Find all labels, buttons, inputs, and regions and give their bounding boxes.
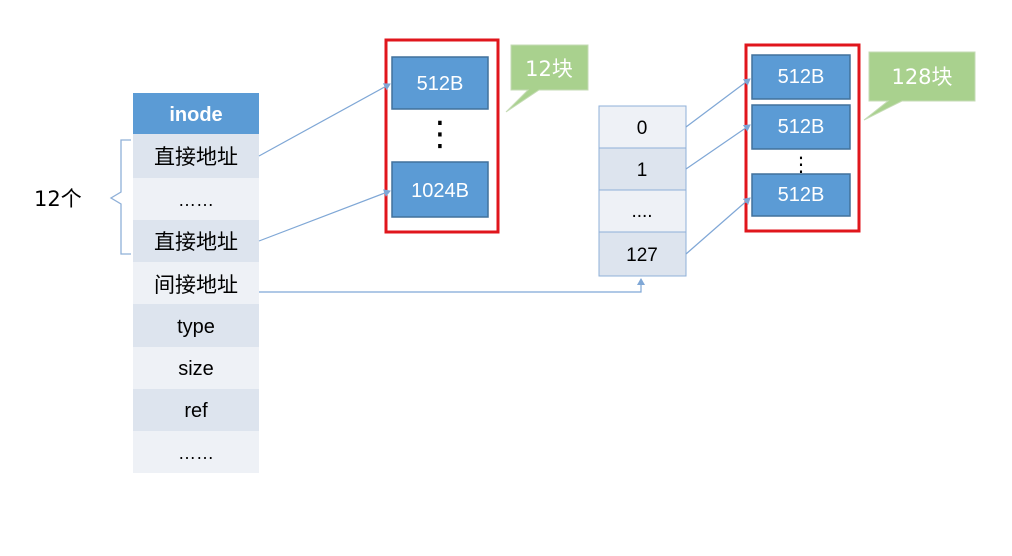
indirect-callout-label: 128块 (891, 65, 952, 89)
direct-callout: 12块 (505, 44, 589, 113)
inode-row-indirect-address (133, 262, 259, 304)
indirect-blocks-dots: ⋮ (791, 154, 811, 176)
left-brace (109, 139, 131, 255)
inode-row-direct-address-2 (133, 220, 259, 262)
inode-row-size (133, 347, 259, 389)
direct-blocks-red-border (384, 38, 500, 234)
inode-table: inode 直接地址 …… 直接地址 间接地址 type size ref …… (133, 93, 259, 473)
indirect-block-1 (751, 54, 851, 100)
inode-row-label: size (178, 358, 214, 380)
inode-row-label: 间接地址 (154, 273, 238, 297)
connector-arrows (258, 78, 751, 293)
index-row-label: 127 (626, 245, 658, 266)
inode-header-label: inode (169, 104, 222, 126)
index-row-label: 0 (637, 118, 648, 139)
direct-block-bottom (391, 161, 489, 218)
direct-blocks-group: 512B ⋮ 1024B (384, 38, 500, 234)
indirect-block-2 (751, 104, 851, 150)
arrow-index-127-to-block-3 (685, 197, 751, 255)
indirect-block-3 (751, 173, 851, 217)
index-row-127 (598, 231, 687, 277)
index-row-1 (598, 147, 687, 191)
indirect-callout: 128块 (863, 51, 976, 121)
indirect-callout-bubble (863, 51, 976, 121)
indirect-block-label: 512B (778, 116, 825, 138)
indirect-block-label: 512B (778, 184, 825, 206)
indirect-block-label: 512B (778, 66, 825, 88)
arrow-direct-2-to-bottom-block (258, 189, 391, 242)
direct-callout-bubble (505, 44, 589, 113)
index-row-label: .... (631, 201, 652, 222)
arrow-index-1-to-block-2 (685, 124, 751, 170)
inode-row-label: 直接地址 (154, 145, 238, 169)
direct-callout-label: 12块 (525, 57, 573, 81)
index-row-label: 1 (637, 160, 648, 181)
indirect-blocks-red-border (744, 43, 861, 233)
inode-row-label: ref (184, 400, 208, 422)
inode-row-label: 直接地址 (154, 230, 238, 254)
inode-row-ellipsis-1 (133, 178, 259, 220)
inode-row-label: type (177, 316, 215, 338)
arrow-direct-1-to-top-block (258, 83, 391, 157)
arrow-index-0-to-block-1 (685, 78, 751, 128)
index-row-0 (598, 105, 687, 149)
inode-row-ref (133, 389, 259, 431)
direct-block-top (391, 56, 489, 110)
brace-label: 12个 (34, 187, 82, 211)
indirect-blocks-group: 512B 512B ⋮ 512B (744, 43, 861, 233)
inode-row-label: …… (178, 443, 214, 463)
inode-row-label: …… (178, 190, 214, 210)
inode-row-direct-address-1 (133, 134, 259, 178)
inode-header-cell (133, 93, 259, 134)
inode-row-type (133, 304, 259, 347)
inode-row-ellipsis-2 (133, 431, 259, 473)
direct-block-bottom-label: 1024B (411, 180, 469, 202)
brace-group: 12个 (34, 139, 131, 255)
direct-block-top-label: 512B (417, 73, 464, 95)
arrow-indirect-to-index-table (259, 278, 645, 293)
index-table: 0 1 .... 127 (598, 105, 687, 277)
direct-blocks-dots: ⋮ (423, 115, 457, 153)
